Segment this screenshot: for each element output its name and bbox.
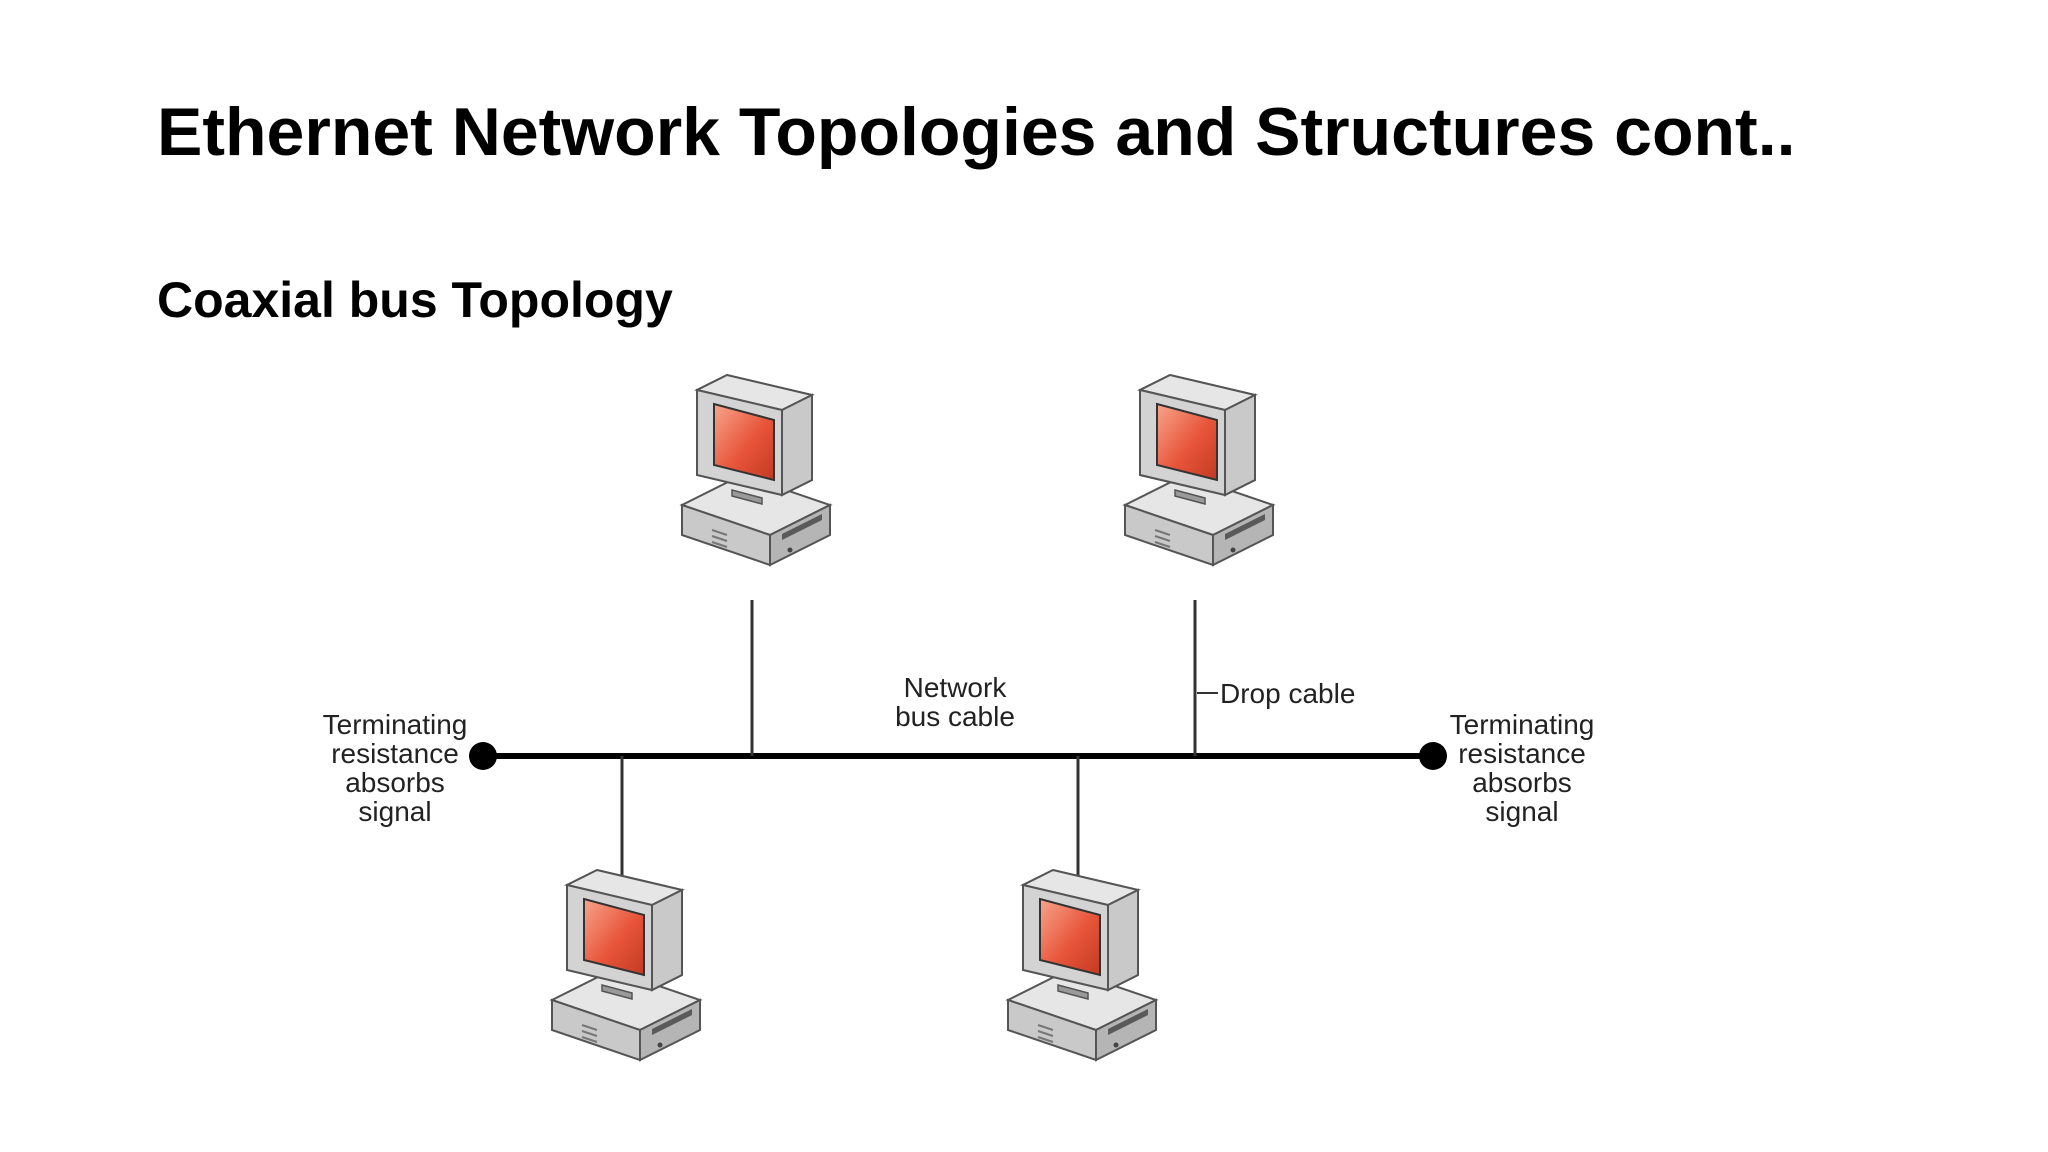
terminator-right-label-line-1: Terminating (1450, 709, 1595, 740)
terminator-right-label-line-2: resistance (1458, 738, 1586, 769)
bus-cable-label-line-1: Network (904, 672, 1008, 703)
terminator-right-label: Terminating resistance absorbs signal (1450, 709, 1595, 827)
computer-icon (1124, 374, 1274, 566)
slide-subtitle: Coaxial bus Topology (157, 272, 673, 328)
terminator-right-label-line-4: signal (1485, 796, 1558, 827)
terminator-left-label-line-2: resistance (331, 738, 459, 769)
terminator-left-label-line-4: signal (358, 796, 431, 827)
computer-bottom-right (1007, 869, 1157, 1061)
terminator-left-label-line-3: absorbs (345, 767, 445, 798)
drop-cable-label: Drop cable (1197, 678, 1355, 709)
terminator-left-label-line-1: Terminating (323, 709, 468, 740)
computer-top-right (1124, 374, 1274, 566)
drop-cable-label-text: Drop cable (1220, 678, 1355, 709)
terminator-left-label: Terminating resistance absorbs signal (323, 709, 468, 827)
bus-cable-label: Network bus cable (895, 672, 1015, 732)
terminator-right-label-line-3: absorbs (1472, 767, 1572, 798)
terminator-right (1419, 742, 1447, 770)
computer-icon (1007, 869, 1157, 1061)
slide-title: Ethernet Network Topologies and Structur… (157, 94, 1796, 170)
computer-icon (551, 869, 701, 1061)
bus-cable-label-line-2: bus cable (895, 701, 1015, 732)
terminator-left (469, 742, 497, 770)
computer-bottom-left (551, 869, 701, 1061)
computer-icon (681, 374, 831, 566)
computer-top-left (681, 374, 831, 566)
